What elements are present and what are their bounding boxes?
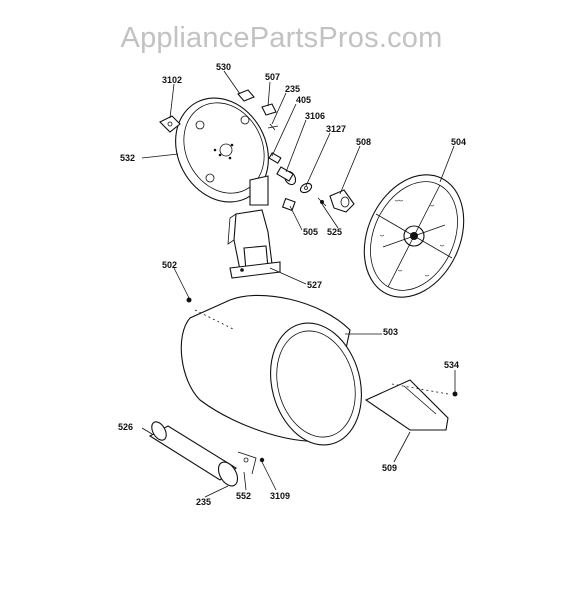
heater-duct-526 [148, 421, 257, 487]
callout-526: 526 [118, 422, 133, 432]
callout-labels: 530 3102 507 235 405 3106 3127 508 504 5… [118, 62, 466, 507]
clip-505 [281, 197, 296, 212]
watermark-text: AppliancePartsPros.com [120, 22, 443, 54]
screw-525 [317, 197, 327, 207]
callout-503: 503 [383, 327, 398, 337]
callout-507: 507 [265, 72, 280, 82]
callout-508: 508 [356, 137, 371, 147]
drum-rear-wheel-504 [363, 174, 465, 298]
rear-bulkhead [175, 97, 269, 206]
callout-405: 405 [296, 95, 311, 105]
callout-235-bottom: 235 [196, 497, 211, 507]
callout-552: 552 [236, 491, 251, 501]
callout-534: 534 [444, 360, 459, 370]
callout-3102: 3102 [162, 75, 182, 85]
callout-509: 509 [382, 463, 397, 473]
callout-3127: 3127 [326, 124, 346, 134]
callout-504: 504 [451, 137, 466, 147]
support-bracket-527 [227, 209, 281, 279]
callout-525: 525 [327, 227, 342, 237]
bracket-3102 [159, 115, 181, 133]
callout-532: 532 [120, 153, 135, 163]
callout-3106: 3106 [305, 111, 325, 121]
small-parts-top [237, 89, 279, 131]
callout-505: 505 [303, 227, 318, 237]
screw-3109 [259, 457, 265, 463]
screw-534 [452, 391, 458, 397]
shaft-assembly [268, 152, 355, 213]
drum-503 [180, 294, 362, 446]
leader-lines [141, 70, 456, 498]
callout-235-top: 235 [285, 84, 300, 94]
baffle-509 [364, 379, 449, 431]
callout-530: 530 [216, 62, 231, 72]
callout-527: 527 [307, 280, 322, 290]
callout-502: 502 [162, 260, 177, 270]
callout-3109: 3109 [270, 491, 290, 501]
screw-502 [186, 297, 192, 303]
